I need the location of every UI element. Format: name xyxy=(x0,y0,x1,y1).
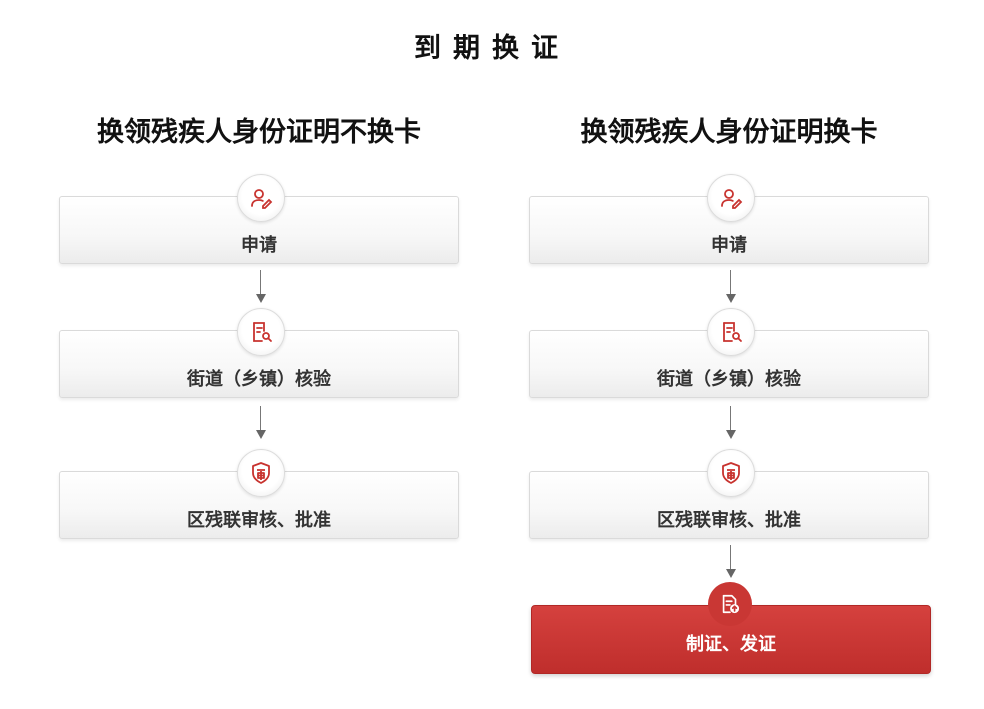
flow-arrow xyxy=(256,406,266,440)
flow-arrow xyxy=(726,406,736,440)
step-label: 申请 xyxy=(241,235,277,256)
step-label: 制证、发证 xyxy=(686,634,776,655)
flow-arrow xyxy=(726,270,736,304)
flow-column-no-card-replacement: 换领残疾人身份证明不换卡 申请 街道（乡镇）核验 区残联审核、批准 xyxy=(59,0,459,709)
user-edit-icon xyxy=(707,174,755,222)
shield-approve-icon xyxy=(237,449,285,497)
step-label: 区残联审核、批准 xyxy=(657,510,801,531)
flow-arrow xyxy=(726,545,736,579)
flow-arrow xyxy=(256,270,266,304)
step-label: 街道（乡镇）核验 xyxy=(187,369,331,390)
flow-column-card-replacement: 换领残疾人身份证明换卡 申请 街道（乡镇）核验 区残联审核、批准 xyxy=(529,0,931,709)
document-search-icon xyxy=(707,308,755,356)
document-search-icon xyxy=(237,308,285,356)
step-label: 街道（乡镇）核验 xyxy=(657,369,801,390)
column-title: 换领残疾人身份证明换卡 xyxy=(580,117,878,148)
user-edit-icon xyxy=(237,174,285,222)
column-title: 换领残疾人身份证明不换卡 xyxy=(97,117,421,148)
step-label: 申请 xyxy=(711,235,747,256)
document-upload-icon xyxy=(708,582,752,626)
step-label: 区残联审核、批准 xyxy=(187,510,331,531)
shield-approve-icon xyxy=(707,449,755,497)
page-title: 到期换证 xyxy=(414,33,570,64)
